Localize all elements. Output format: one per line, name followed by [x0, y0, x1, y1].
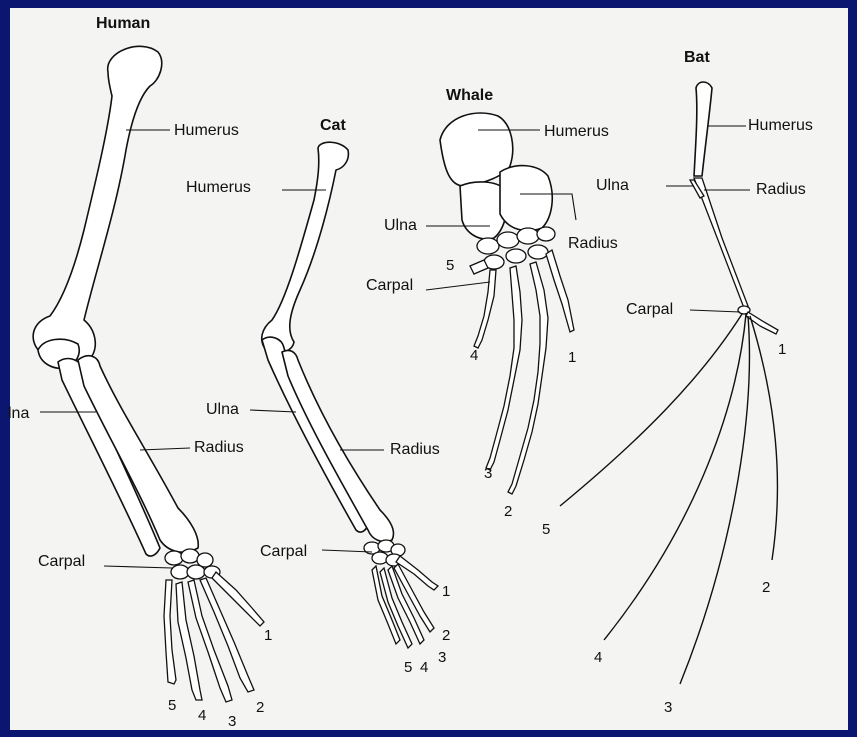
human-digit-4-label: 4 — [198, 707, 206, 724]
human-digit-2-label: 2 — [256, 699, 264, 716]
human-humerus-bone — [33, 46, 162, 362]
whale-ulna-label: Ulna — [384, 217, 417, 234]
human-radius-label: Radius — [194, 439, 244, 456]
bat-carpal-leader — [690, 310, 740, 312]
bat-digit-bones — [560, 314, 777, 684]
human-radius-leader — [140, 448, 190, 450]
human-digit-bones — [164, 572, 264, 702]
human-digit-1-label: 1 — [264, 627, 272, 644]
cat-digit-2-label: 2 — [442, 627, 450, 644]
bat-digit-2-label: 2 — [762, 579, 770, 596]
bat-humerus-label: Humerus — [748, 117, 813, 134]
cat-ulna-label: Ulna — [206, 401, 239, 418]
bat-digit-4-label: 4 — [594, 649, 602, 666]
bat-humerus-bone — [694, 82, 712, 176]
bat-digit-5-label: 5 — [542, 521, 550, 538]
bat-limb: Bat Humerus Ulna Radius Carpal 1 2 3 4 5 — [542, 49, 813, 716]
bat-carpal-label: Carpal — [626, 301, 673, 318]
cat-humerus-label: Humerus — [186, 179, 251, 196]
human-digit-3-label: 3 — [228, 713, 236, 730]
whale-title: Whale — [446, 87, 493, 104]
bat-digit-2-bone — [750, 316, 777, 560]
cat-digit-3-label: 3 — [438, 649, 446, 666]
whale-digit-1-label: 1 — [568, 349, 576, 366]
cat-radius-label: Radius — [390, 441, 440, 458]
whale-radius-bone — [500, 166, 552, 231]
cat-digit-4-label: 4 — [420, 659, 428, 676]
whale-humerus-label: Humerus — [544, 123, 609, 140]
cat-ulna-leader — [250, 410, 296, 412]
cat-carpal-label: Carpal — [260, 543, 307, 560]
whale-digit-2-label: 2 — [504, 503, 512, 520]
whale-digit-3-label: 3 — [484, 465, 492, 482]
whale-digit-5-label: 5 — [446, 257, 454, 274]
cat-title: Cat — [320, 117, 346, 134]
cat-digit-bones — [372, 556, 438, 648]
cat-digit-1-label: 1 — [442, 583, 450, 600]
whale-digit-4-label: 4 — [470, 347, 478, 364]
human-carpal-leader — [104, 566, 172, 568]
bat-ulna-label: Ulna — [596, 177, 629, 194]
whale-radius-label: Radius — [568, 235, 618, 252]
human-carpal-bones — [165, 549, 220, 579]
human-humerus-label: Humerus — [174, 122, 239, 139]
cat-digit-5-label: 5 — [404, 659, 412, 676]
bat-digit-4-bone — [604, 314, 746, 640]
human-limb: Human Humerus lna Radius Carpal 1 2 3 4 … — [8, 15, 272, 730]
human-title: Human — [96, 15, 150, 32]
human-digit-5-label: 5 — [168, 697, 176, 714]
cat-radius-bone — [282, 350, 394, 541]
bat-radius-label: Radius — [756, 181, 806, 198]
human-carpal-label: Carpal — [38, 553, 85, 570]
human-ulna-label: lna — [8, 405, 29, 422]
whale-carpal-leader — [426, 282, 490, 290]
bat-digit-1-label: 1 — [778, 341, 786, 358]
bat-digit-3-bone — [680, 316, 749, 684]
cat-humerus-bone — [262, 142, 349, 353]
whale-digit-bones — [474, 250, 574, 494]
whale-carpal-label: Carpal — [366, 277, 413, 294]
bat-digit-3-label: 3 — [664, 699, 672, 716]
bat-title: Bat — [684, 49, 710, 66]
bat-digit-5-bone — [560, 314, 742, 506]
